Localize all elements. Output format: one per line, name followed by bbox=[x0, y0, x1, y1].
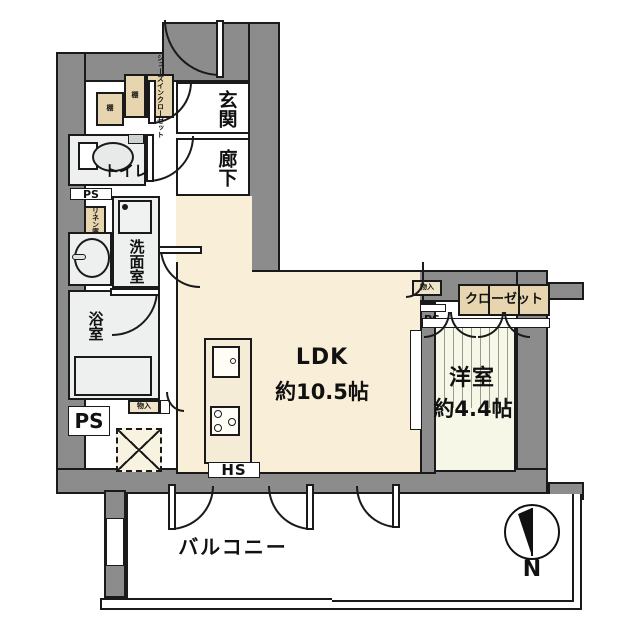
bedroom-storage-label: 物入 bbox=[420, 283, 434, 292]
stove-burner-3-icon bbox=[214, 424, 222, 432]
compass-north-label: N bbox=[522, 557, 542, 583]
toilet-bowl bbox=[92, 142, 134, 172]
bathtub bbox=[74, 356, 152, 396]
shoes-closet-block-a bbox=[124, 74, 146, 118]
bathroom-label: 浴室 bbox=[86, 311, 105, 341]
balcony-door-leaf-2 bbox=[306, 484, 314, 530]
closet-divider-2 bbox=[518, 284, 520, 316]
balcony-bottom-tail bbox=[100, 598, 332, 610]
compass-needle-icon bbox=[518, 508, 533, 556]
balcony-partition-panel bbox=[106, 518, 124, 566]
bedroom-size: 約4.4帖 bbox=[433, 396, 513, 421]
stove-burner-2-icon bbox=[228, 418, 236, 426]
ps-label-washroom: PS bbox=[70, 188, 112, 200]
ps-label-left: PS bbox=[68, 406, 110, 436]
sink-drain-icon bbox=[230, 358, 236, 364]
bedroom-sliding-door bbox=[410, 330, 422, 430]
shelf-block-left bbox=[96, 92, 124, 126]
entrance-label: 玄関 bbox=[215, 90, 238, 128]
wall-corridor-right bbox=[248, 22, 280, 302]
ldk-storage-label: 物入 bbox=[137, 402, 151, 411]
ldk-size: 約10.5帖 bbox=[275, 379, 369, 404]
toilet-paper-holder-icon bbox=[128, 134, 144, 144]
hallway-door-leaf bbox=[146, 134, 154, 182]
ldk-name: LDK bbox=[295, 345, 349, 371]
washroom-door-leaf bbox=[158, 246, 202, 254]
washing-machine-drain-icon bbox=[122, 204, 128, 210]
hs-label: HS bbox=[208, 462, 260, 478]
entrance-inner-door-leaf bbox=[148, 80, 156, 124]
ldk-storage-box bbox=[128, 400, 160, 414]
bedroom-closet bbox=[458, 284, 550, 316]
closet-divider-1 bbox=[488, 284, 490, 316]
washroom-label: 洗面室 bbox=[127, 238, 146, 284]
shelf-label-1: 棚 bbox=[106, 104, 114, 113]
toilet-label: トイレ bbox=[104, 162, 150, 180]
stove-burner-1-icon bbox=[214, 410, 222, 418]
wall-right-nub-top bbox=[548, 282, 584, 300]
ldk-storage-dashed-box bbox=[116, 428, 162, 472]
shelf-label-2: 棚 bbox=[131, 91, 139, 100]
washroom-door-arc bbox=[160, 248, 200, 288]
linen-closet-label: リネン庫 bbox=[91, 207, 100, 235]
balcony-label: バルコニー bbox=[178, 534, 288, 559]
bedroom-closet-label: クローゼット bbox=[464, 292, 543, 308]
ps-duct-mark bbox=[420, 304, 446, 312]
ldk-storage-door-leaf bbox=[160, 400, 170, 414]
hallway-label: 廊下 bbox=[215, 149, 238, 187]
entrance-door-leaf bbox=[216, 20, 224, 78]
faucet-icon bbox=[72, 254, 86, 260]
bathroom-door-leaf bbox=[110, 288, 160, 296]
balcony-door-leaf-3 bbox=[392, 484, 400, 528]
bedroom-name: 洋室 bbox=[448, 366, 495, 392]
balcony-door-leaf-1 bbox=[168, 484, 176, 530]
